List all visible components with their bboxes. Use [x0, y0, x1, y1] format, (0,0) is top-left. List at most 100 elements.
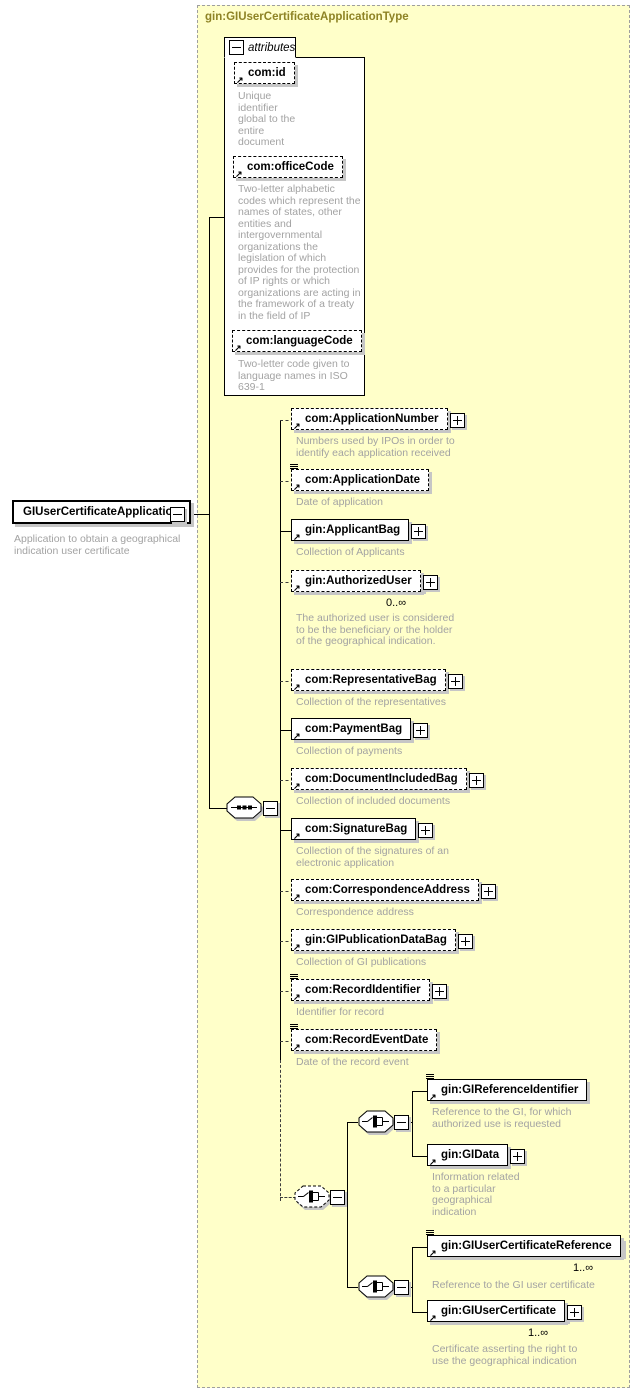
collapse-icon[interactable]: [394, 1280, 409, 1295]
expand-icon[interactable]: [468, 773, 484, 788]
connector: [280, 941, 294, 942]
element-ref-arrow-icon: ↗: [293, 482, 301, 492]
occurrence-label: 1..∞: [573, 1262, 594, 1274]
annotation-text: Collection of Applicants: [296, 546, 405, 558]
attribute-node-com-languageCode[interactable]: ↗com:languageCode: [232, 330, 362, 353]
element-name: com:SignatureBag: [305, 823, 408, 835]
annotation-text: Reference to the GI user certificate: [432, 1279, 595, 1291]
element-name: com:PaymentBag: [305, 723, 403, 735]
element-node-application-number[interactable]: ↗com:ApplicationNumber: [291, 408, 465, 431]
connector: [280, 1060, 281, 1201]
element-node-representative-bag[interactable]: ↗com:RepresentativeBag: [291, 669, 463, 692]
annotation-text: Information related to a particular geog…: [432, 1171, 520, 1218]
expand-icon[interactable]: [431, 984, 447, 999]
expand-icon[interactable]: [449, 413, 465, 428]
element-node-record-identifier[interactable]: ↗com:RecordIdentifier: [290, 974, 447, 1002]
element-node-correspondence-address[interactable]: ↗com:CorrespondenceAddress: [291, 879, 496, 902]
element-name: gin:GIUserCertificateReference: [441, 1240, 612, 1252]
connector: [347, 1122, 358, 1123]
element-ref-arrow-icon: ↗: [429, 1157, 437, 1167]
annotation-lines-icon: [290, 974, 298, 979]
element-node-gi-data[interactable]: ↗ gin:GIData: [427, 1144, 526, 1167]
connector: [280, 481, 294, 482]
element-node-signature-bag[interactable]: ↗com:SignatureBag: [291, 818, 434, 841]
annotation-text: Unique identifier global to the entire d…: [238, 90, 296, 148]
expand-icon[interactable]: [457, 934, 473, 949]
annotation-text: Two-letter alphabetic codes which repres…: [238, 183, 361, 322]
annotation-text: Two-letter code given to language names …: [238, 358, 350, 393]
element-node-gi-user-certificate-reference[interactable]: ↗gin:GIUserCertificateReference: [426, 1230, 624, 1258]
collapse-icon[interactable]: [263, 801, 278, 816]
element-name: gin:GIData: [441, 1149, 500, 1161]
sequence-compositor[interactable]: [224, 795, 266, 824]
attributes-group-tab[interactable]: attributes: [224, 37, 296, 58]
connector: [280, 891, 294, 892]
connector: [280, 830, 291, 831]
element-name: gin:GIUserCertificate: [441, 1305, 557, 1317]
expand-icon[interactable]: [510, 1149, 526, 1164]
connector: [347, 1122, 348, 1288]
connector: [412, 1091, 428, 1092]
expand-icon[interactable]: [447, 674, 463, 689]
connector: [347, 1287, 358, 1288]
expand-icon[interactable]: [413, 723, 429, 738]
element-node-document-included-bag[interactable]: ↗com:DocumentIncludedBag: [291, 768, 484, 791]
attribute-node-com-id[interactable]: ↗com:id: [234, 62, 295, 85]
element-name: gin:AuthorizedUser: [305, 575, 412, 587]
collapse-icon[interactable]: [229, 40, 244, 55]
expand-icon[interactable]: [418, 823, 434, 838]
element-name: gin:ApplicantBag: [305, 524, 401, 536]
element-name: com:RecordEventDate: [305, 1034, 429, 1046]
choice-compositor[interactable]: [292, 1184, 334, 1213]
attribute-ref-arrow-icon: ↗: [235, 169, 243, 179]
element-name: com:DocumentIncludedBag: [305, 773, 458, 785]
annotation-lines-icon: [290, 464, 298, 469]
collapse-icon[interactable]: [330, 1190, 345, 1205]
connector: [412, 1312, 428, 1313]
element-node-applicant-bag[interactable]: ↗gin:ApplicantBag: [291, 519, 427, 542]
connector: [280, 1041, 294, 1042]
annotation-text: Date of application: [296, 496, 383, 508]
annotation-lines-icon: [290, 1024, 298, 1029]
element-node-application-date[interactable]: ↗com:ApplicationDate: [290, 464, 430, 492]
collapse-icon[interactable]: [394, 1115, 409, 1130]
attribute-name: com:languageCode: [246, 335, 353, 347]
annotation-text: Date of the record event: [296, 1056, 409, 1068]
element-name: com:RecordIdentifier: [305, 984, 421, 996]
connector: [280, 681, 294, 682]
annotation-text: Reference to the GI, for which authorize…: [432, 1106, 572, 1130]
expand-icon[interactable]: [422, 575, 438, 590]
element-ref-arrow-icon: ↗: [293, 892, 301, 902]
element-node-record-event-date[interactable]: ↗com:RecordEventDate: [290, 1024, 438, 1052]
collapse-icon[interactable]: [170, 507, 185, 522]
branch-compositor-1[interactable]: [356, 1109, 398, 1138]
element-node-payment-bag[interactable]: ↗com:PaymentBag: [291, 718, 429, 741]
element-name: gin:GIPublicationDataBag: [305, 934, 447, 946]
connector: [280, 780, 294, 781]
occurrence-label: 0..∞: [386, 597, 407, 609]
expand-icon[interactable]: [480, 884, 496, 899]
annotation-text: Application to obtain a geographical ind…: [14, 533, 181, 557]
attribute-name: com:id: [248, 67, 286, 79]
attribute-node-com-officeCode[interactable]: ↗com:officeCode: [233, 156, 343, 179]
element-node-authorized-user[interactable]: ↗ gin:AuthorizedUser: [291, 570, 438, 593]
branch-compositor-2[interactable]: [356, 1274, 398, 1303]
connector: [412, 1156, 428, 1157]
element-node-gi-reference-identifier[interactable]: ↗gin:GIReferenceIdentifier: [426, 1074, 588, 1102]
expand-icon[interactable]: [567, 1305, 583, 1320]
connector: [412, 1247, 428, 1248]
annotation-lines-icon: [426, 1230, 434, 1235]
element-node-gi-publication-data-bag[interactable]: ↗gin:GIPublicationDataBag: [291, 929, 473, 952]
attributes-label: attributes: [248, 41, 296, 54]
element-ref-arrow-icon: ↗: [293, 583, 301, 593]
connector: [280, 582, 294, 583]
element-node-gi-user-certificate[interactable]: ↗gin:GIUserCertificate: [427, 1300, 583, 1323]
connector: [412, 1247, 413, 1313]
element-node-root[interactable]: GIUserCertificateApplication: [12, 500, 191, 524]
annotation-text: Collection of included documents: [296, 795, 451, 807]
element-ref-arrow-icon: ↗: [293, 682, 301, 692]
expand-icon[interactable]: [411, 524, 427, 539]
element-name: gin:GIReferenceIdentifier: [441, 1084, 579, 1096]
connector: [408, 1287, 413, 1288]
annotation-text: Collection of payments: [296, 745, 403, 757]
